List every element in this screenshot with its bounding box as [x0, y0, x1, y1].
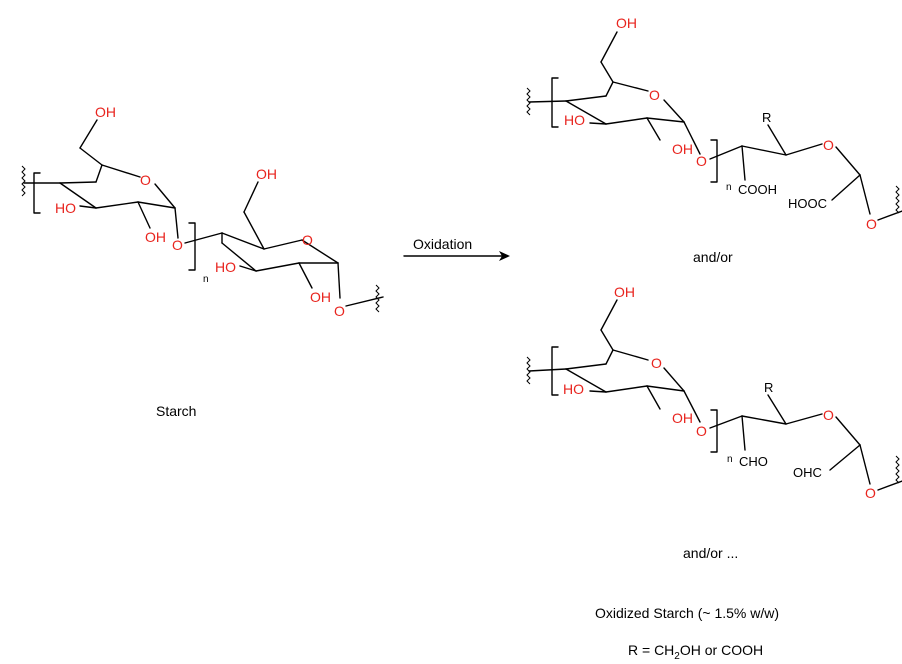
atom-label: O — [696, 153, 707, 169]
repeat-bracket-right — [188, 222, 196, 271]
product-name: Oxidized Starch (~ 1.5% w/w) — [595, 605, 779, 621]
atom-label: CHO — [739, 454, 768, 469]
connector-and-or: and/or — [693, 249, 733, 265]
atom-label: HO — [55, 200, 76, 216]
atom-label: OHC — [793, 465, 822, 480]
atom-label: HOOC — [788, 196, 827, 211]
connector-and-or-more: and/or ... — [683, 545, 738, 561]
atom-label: O — [651, 355, 662, 371]
repeat-n: n — [727, 454, 733, 465]
reactant-name: Starch — [156, 403, 196, 419]
atom-label: O — [865, 485, 876, 501]
atom-label: O — [334, 303, 345, 319]
wavy-bond — [895, 185, 900, 214]
wavy-bond — [526, 356, 531, 385]
r-group-definition: R = CH2OH or COOH — [628, 642, 763, 662]
oxidized-product-aldehyde: OH O HO OH O n CHO R O OHC O — [526, 284, 902, 501]
atom-label: R — [764, 380, 773, 395]
repeat-bracket-left — [551, 346, 559, 396]
atom-label: O — [140, 172, 151, 188]
atom-label: HO — [564, 112, 585, 128]
atom-label: OH — [616, 15, 637, 31]
reaction-arrow: Oxidation — [403, 236, 510, 261]
atom-label: O — [649, 87, 660, 103]
atom-label: O — [823, 407, 834, 423]
atom-label: O — [302, 232, 313, 248]
repeat-bracket-left — [551, 77, 559, 128]
atom-label: O — [696, 423, 707, 439]
starch-structure: OH O HO OH O n OH O HO OH O — [21, 104, 384, 319]
wavy-bond — [375, 284, 380, 313]
repeat-n: n — [726, 182, 732, 193]
atom-label: OH — [614, 284, 635, 300]
arrow-head — [499, 251, 510, 261]
atom-label: OH — [95, 104, 116, 120]
atom-label: OH — [145, 229, 166, 245]
atom-label: HO — [563, 381, 584, 397]
atom-label: OH — [310, 289, 331, 305]
atom-label: O — [172, 237, 183, 253]
atom-label: O — [866, 216, 877, 232]
wavy-bond — [526, 87, 531, 116]
arrow-label: Oxidation — [413, 236, 472, 252]
atom-label: HO — [215, 259, 236, 275]
repeat-bracket-left — [33, 172, 41, 214]
atom-label: O — [823, 137, 834, 153]
wavy-bond — [21, 165, 26, 197]
repeat-n: n — [203, 274, 209, 285]
atom-label: COOH — [738, 182, 777, 197]
atom-label: OH — [672, 141, 693, 157]
wavy-bond — [895, 455, 900, 484]
atom-label: OH — [256, 166, 277, 182]
oxidized-product-carboxyl: OH O HO OH O n COOH R O HOOC O — [526, 15, 902, 232]
atom-label: R — [762, 110, 771, 125]
atom-label: OH — [672, 410, 693, 426]
repeat-bracket-right — [710, 139, 718, 183]
repeat-bracket-right — [710, 409, 718, 453]
